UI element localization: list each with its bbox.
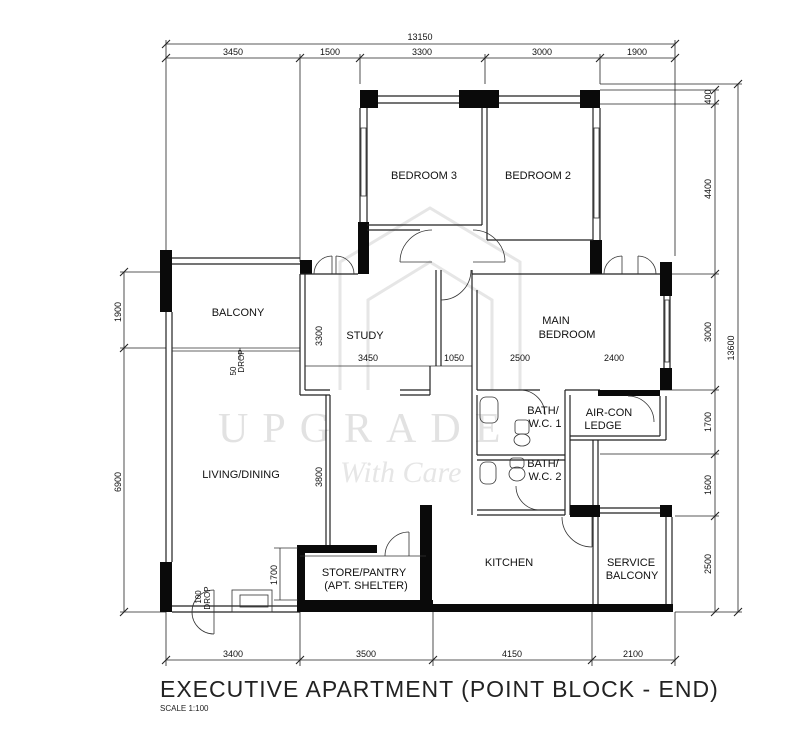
drop-note-100-label: DROP — [203, 586, 212, 609]
plan-scale: SCALE 1:100 — [160, 704, 209, 713]
right-dim-4: 1700 — [703, 412, 713, 432]
room-label-bath1-line1: BATH/ — [527, 405, 560, 417]
watermark-text: UPGRADE — [218, 406, 514, 452]
room-label-study: STUDY — [346, 330, 384, 342]
bottom-dim-4: 2100 — [623, 649, 643, 659]
dim-main-bed-a: 2500 — [510, 353, 530, 363]
bottom-dim-3: 4150 — [502, 649, 522, 659]
dim-passage-width: 1050 — [444, 353, 464, 363]
left-dimensions: 1900 6900 — [113, 267, 166, 617]
bath1-basin — [479, 396, 499, 424]
bath2-toilet-tank — [509, 457, 525, 469]
room-label-store-line2: (APT. SHELTER) — [324, 580, 408, 592]
bedroom2-door-swing — [472, 229, 506, 263]
bedroom3-door-swing — [399, 229, 433, 263]
inner-dimensions: 3450 1050 2500 2400 3300 3800 1700 — [269, 326, 624, 601]
top-dim-2: 1500 — [320, 47, 340, 57]
left-dim-1: 1900 — [113, 302, 123, 322]
room-labels: BEDROOM 3 BEDROOM 2 BALCONY STUDY MAIN B… — [202, 170, 659, 592]
room-label-store-line1: STORE/PANTRY — [322, 567, 407, 579]
bottom-dim-1: 3400 — [223, 649, 243, 659]
title-block: EXECUTIVE APARTMENT (POINT BLOCK - END) … — [160, 676, 719, 713]
bottom-dim-2: 3500 — [356, 649, 376, 659]
room-label-bath2-line2: W.C. 2 — [528, 471, 561, 483]
dim-main-bed-b: 2400 — [604, 353, 624, 363]
drop-notes: 50 DROP 100 DROP — [194, 349, 246, 609]
fixtures — [239, 348, 531, 485]
right-dim-5: 1600 — [703, 475, 713, 495]
room-label-balcony: BALCONY — [212, 307, 265, 319]
right-dim-6: 2500 — [703, 554, 713, 574]
room-label-service-line1: SERVICE — [607, 557, 655, 569]
top-dim-1: 3450 — [223, 47, 243, 57]
room-label-bath1-line2: W.C. 1 — [528, 418, 561, 430]
overall-width-dim: 13150 — [407, 32, 432, 42]
top-dim-3: 3300 — [412, 47, 432, 57]
right-dim-1: 400 — [703, 89, 713, 104]
top-dimensions: 13150 3450 1500 3300 3000 1900 — [161, 32, 680, 262]
room-label-main-bedroom-line2: BEDROOM — [539, 329, 596, 341]
watermark-subtext: With Care — [340, 456, 461, 489]
room-label-aircon-line1: AIR-CON — [586, 407, 633, 419]
left-dim-2: 6900 — [113, 472, 123, 492]
drop-note-100-value: 100 — [194, 590, 203, 604]
right-dim-3: 3000 — [703, 322, 713, 342]
dim-store-depth: 1700 — [269, 565, 279, 585]
bottom-dimensions: 3400 3500 4150 2100 — [161, 612, 680, 666]
bath1-toilet-tank — [514, 419, 530, 435]
doors — [191, 229, 657, 635]
dim-living-depth: 3800 — [314, 467, 324, 487]
room-label-bath2-line1: BATH/ — [527, 458, 560, 470]
watermark-logo: UPGRADE With Care — [218, 206, 522, 489]
right-dimensions: 400 4400 3000 1700 1600 2500 13600 — [600, 79, 743, 617]
drop-note-50-label: DROP — [237, 349, 246, 372]
plan-title: EXECUTIVE APARTMENT (POINT BLOCK - END) — [160, 676, 719, 702]
dim-study-width: 3450 — [358, 353, 378, 363]
right-dim-2: 4400 — [703, 179, 713, 199]
room-label-bedroom-3: BEDROOM 3 — [391, 170, 457, 182]
bath2-basin — [479, 461, 497, 485]
room-label-main-bedroom-line1: MAIN — [542, 315, 570, 327]
room-label-service-line2: BALCONY — [606, 570, 659, 582]
watermark-house-icon — [338, 206, 522, 390]
room-label-living-dining: LIVING/DINING — [202, 469, 280, 481]
drop-note-50-value: 50 — [229, 366, 238, 375]
overall-depth-dim: 13600 — [726, 335, 736, 360]
room-label-aircon-line2: LEDGE — [584, 420, 621, 432]
top-dim-4: 3000 — [532, 47, 552, 57]
room-label-bedroom-2: BEDROOM 2 — [505, 170, 571, 182]
top-dim-5: 1900 — [627, 47, 647, 57]
room-label-kitchen: KITCHEN — [485, 557, 533, 569]
dim-study-depth: 3300 — [314, 326, 324, 346]
